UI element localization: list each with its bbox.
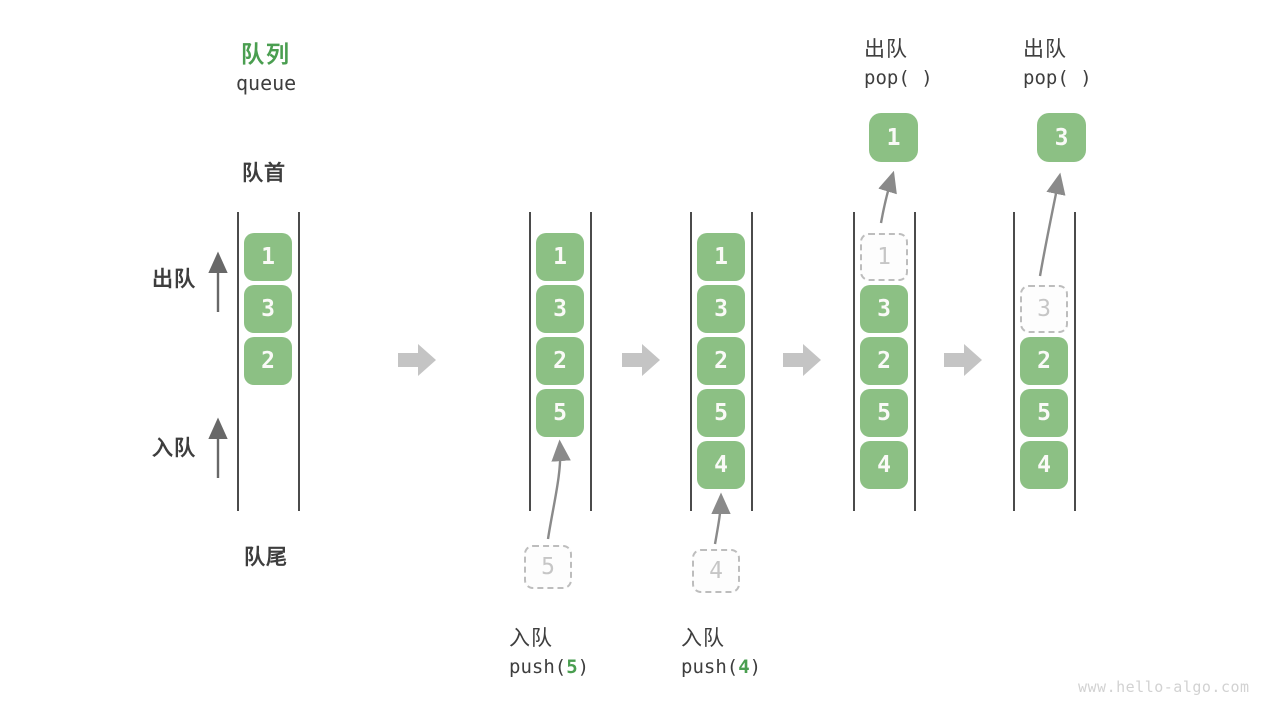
dequeue-side-label: 出队 xyxy=(152,268,196,291)
flow-arrow-1 xyxy=(398,344,436,376)
queue-cell: 2 xyxy=(244,337,292,385)
queue-rail-right xyxy=(298,212,300,511)
queue-cell: 5 xyxy=(536,389,584,437)
op-text: push( xyxy=(509,656,567,678)
queue-rail-right xyxy=(590,212,592,511)
queue-cell: 2 xyxy=(536,337,584,385)
queue-cell: 3 xyxy=(697,285,745,333)
queue-cell: 2 xyxy=(860,337,908,385)
queue-rail-left xyxy=(690,212,692,511)
pending-cell: 4 xyxy=(692,549,740,593)
op-label-cn: 出队 xyxy=(864,38,908,61)
queue-cell: 1 xyxy=(697,233,745,281)
op-label-fn: push(5) xyxy=(509,656,589,678)
op-label-fn: push(4) xyxy=(681,656,761,678)
push-arrow-state-2 xyxy=(546,439,571,540)
op-label-cn: 入队 xyxy=(681,627,725,650)
popped-cell: 3 xyxy=(1037,113,1086,162)
queue-rail-right xyxy=(1074,212,1076,511)
queue-cell: 4 xyxy=(697,441,745,489)
flow-arrow-3 xyxy=(783,344,821,376)
queue-rear-label: 队尾 xyxy=(244,546,288,569)
queue-rail-left xyxy=(853,212,855,511)
queue-rail-right xyxy=(914,212,916,511)
pending-cell: 5 xyxy=(524,545,572,589)
queue-front-label: 队首 xyxy=(242,162,286,185)
op-arg: 5 xyxy=(566,656,578,678)
queue-rail-left xyxy=(237,212,239,511)
queue-cell: 1 xyxy=(244,233,292,281)
flow-arrow-4 xyxy=(944,344,982,376)
op-label-cn: 出队 xyxy=(1023,38,1067,61)
op-label-fn: pop( ) xyxy=(864,67,933,89)
queue-cell: 3 xyxy=(536,285,584,333)
queue-cell: 5 xyxy=(860,389,908,437)
queue-rail-right xyxy=(751,212,753,511)
op-arg: 4 xyxy=(738,656,750,678)
queue-cell: 1 xyxy=(536,233,584,281)
queue-cell: 3 xyxy=(244,285,292,333)
op-text: pop( ) xyxy=(864,67,933,89)
queue-cell-removed: 3 xyxy=(1020,285,1068,333)
queue-cell: 4 xyxy=(860,441,908,489)
enqueue-side-label: 入队 xyxy=(152,437,196,460)
queue-cell: 2 xyxy=(1020,337,1068,385)
queue-cell: 2 xyxy=(697,337,745,385)
queue-cell: 4 xyxy=(1020,441,1068,489)
op-text: push( xyxy=(681,656,739,678)
diagram-title: 队列 xyxy=(241,41,291,67)
queue-cell: 3 xyxy=(860,285,908,333)
queue-rail-left xyxy=(1013,212,1015,511)
watermark: www.hello-algo.com xyxy=(1078,678,1250,696)
pop-arrow-state-5 xyxy=(1038,172,1066,277)
pop-arrow-state-4 xyxy=(878,170,897,224)
queue-rail-left xyxy=(529,212,531,511)
flow-arrow-2 xyxy=(622,344,660,376)
op-text: ) xyxy=(749,656,762,678)
op-label-fn: pop( ) xyxy=(1023,67,1092,89)
queue-cell: 5 xyxy=(697,389,745,437)
diagram-subtitle: queue xyxy=(236,71,297,95)
queue-cell-removed: 1 xyxy=(860,233,908,281)
op-text: ) xyxy=(577,656,590,678)
popped-cell: 1 xyxy=(869,113,918,162)
op-label-cn: 入队 xyxy=(509,627,553,650)
push-arrow-state-3 xyxy=(711,492,731,545)
queue-cell: 5 xyxy=(1020,389,1068,437)
op-text: pop( ) xyxy=(1023,67,1092,89)
